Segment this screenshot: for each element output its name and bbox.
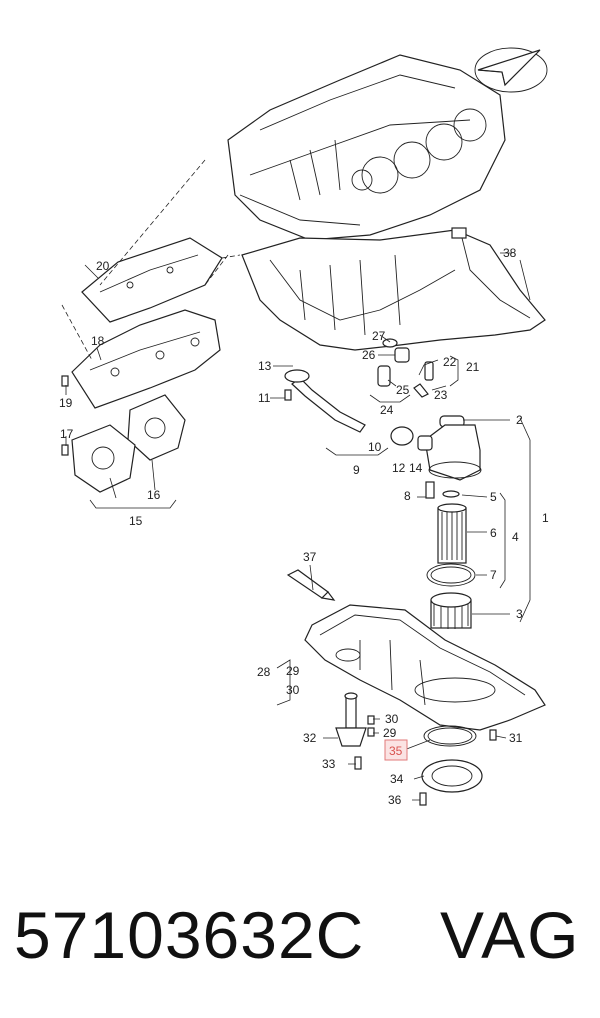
callout-19: 19 xyxy=(59,396,73,410)
part-number: 57103632C xyxy=(14,898,365,972)
callout-6: 6 xyxy=(490,526,497,540)
callout-11: 11 xyxy=(258,391,271,405)
callout-35-highlighted: 35 xyxy=(389,744,403,758)
bracket-16 xyxy=(127,394,186,461)
callout-31: 31 xyxy=(509,731,523,745)
callout-4: 4 xyxy=(512,530,519,544)
callout-21: 21 xyxy=(466,360,480,374)
callout-13: 13 xyxy=(258,359,272,373)
callout-16: 16 xyxy=(147,488,161,502)
highlight-box xyxy=(384,739,408,761)
callout-29-bracket: 29 xyxy=(286,664,300,678)
exploded-parts-diagram: 1 2 3 4 5 6 7 8 9 10 11 12 13 14 15 16 1… xyxy=(59,47,549,807)
callout-23: 23 xyxy=(434,388,448,402)
callout-3: 3 xyxy=(516,607,523,621)
oil-pickup-32 xyxy=(335,692,367,747)
sensors-22-27 xyxy=(377,338,434,398)
oil-pipe-9 xyxy=(284,369,366,433)
cover-18 xyxy=(71,309,221,409)
callout-1: 1 xyxy=(542,511,549,525)
bolts xyxy=(61,375,497,806)
direction-arrow-icon xyxy=(474,47,548,93)
callout-12: 12 xyxy=(392,461,406,475)
callout-27: 27 xyxy=(372,329,386,343)
engine-block xyxy=(227,54,506,241)
callout-20: 20 xyxy=(96,259,110,273)
callout-36: 36 xyxy=(388,793,402,807)
brand-label: VAG xyxy=(440,898,581,972)
callout-18: 18 xyxy=(91,334,105,348)
callout-15: 15 xyxy=(129,514,143,528)
lower-oil-pan-28 xyxy=(304,604,546,731)
callout-29: 29 xyxy=(383,726,397,740)
callout-17: 17 xyxy=(60,427,74,441)
callout-labels: 1 2 3 4 5 6 7 8 9 10 11 12 13 14 15 16 1… xyxy=(59,246,549,807)
bracket-15 xyxy=(71,424,136,493)
callout-30: 30 xyxy=(385,712,399,726)
cover-34 xyxy=(421,759,483,793)
callout-24: 24 xyxy=(380,403,394,417)
leader-lines xyxy=(65,252,531,801)
o-ring-35 xyxy=(423,725,477,747)
sealant-tube-37 xyxy=(286,569,336,601)
callout-5: 5 xyxy=(490,490,497,504)
caption-bar: 57103632C VAG xyxy=(0,890,600,980)
oil-pan-upper-38 xyxy=(241,227,546,351)
callout-26: 26 xyxy=(362,348,376,362)
callout-9: 9 xyxy=(353,463,360,477)
oil-filter-assembly xyxy=(417,415,482,629)
callout-34: 34 xyxy=(390,772,404,786)
callout-30-bracket: 30 xyxy=(286,683,300,697)
callout-25: 25 xyxy=(396,383,410,397)
callout-28: 28 xyxy=(257,665,271,679)
gasket-12 xyxy=(390,426,414,446)
callout-10: 10 xyxy=(368,440,382,454)
callout-37: 37 xyxy=(303,550,317,564)
callout-38: 38 xyxy=(503,246,517,260)
callout-8: 8 xyxy=(404,489,411,503)
callout-2: 2 xyxy=(516,413,523,427)
callout-32: 32 xyxy=(303,731,317,745)
callout-22: 22 xyxy=(443,355,457,369)
callout-33: 33 xyxy=(322,757,336,771)
callout-14: 14 xyxy=(409,461,423,475)
callout-7: 7 xyxy=(490,568,497,582)
cover-20 xyxy=(81,237,223,323)
